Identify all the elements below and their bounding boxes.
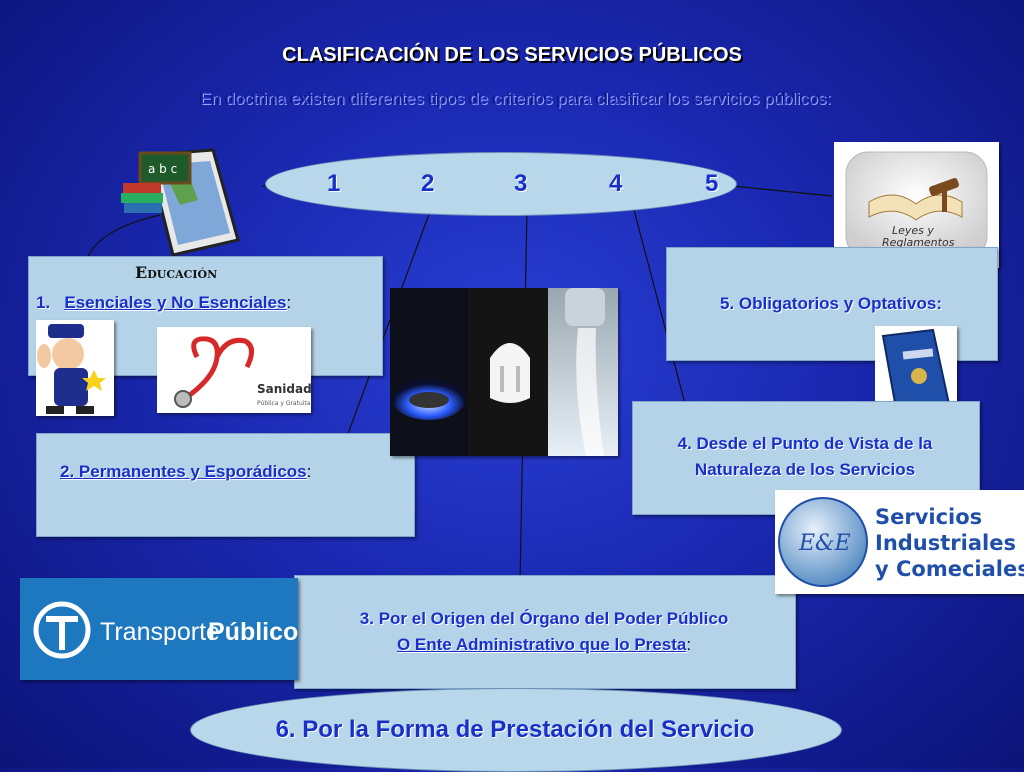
industriales-logo-text: E&E	[798, 531, 851, 556]
category-2-box	[36, 433, 415, 537]
number-4: 4	[609, 170, 623, 197]
category-2-text: 2. Permanentes y Esporádicos	[60, 462, 307, 481]
industriales-image: E&E Servicios Industriales y Comeciales	[775, 490, 1024, 594]
book-gavel-icon: Leyes y Reglamentos	[845, 151, 988, 259]
laws-line2: Reglamentos	[882, 236, 955, 249]
line-5	[731, 185, 833, 197]
category-3-suffix: :	[686, 635, 692, 654]
category-2-suffix: :	[306, 462, 312, 481]
category-1-label: 1. Esenciales y No Esenciales:	[36, 293, 291, 313]
category-4-line2: Naturaleza de los Servicios	[694, 460, 916, 479]
category-3-line2-wrap: O Ente Administrativo que lo Presta:	[294, 635, 794, 655]
category-6-label: 6. Por la Forma de Prestación del Servic…	[275, 716, 755, 743]
category-4-line1: 4. Desde el Punto de Vista de la	[677, 434, 933, 453]
industriales-line1: Servicios	[875, 505, 982, 529]
industriales-logo-icon: E&E Servicios Industriales y Comeciales	[778, 497, 1024, 587]
sanidad-title: Sanidad	[257, 382, 311, 396]
transporte-b: Público	[208, 618, 298, 646]
number-2: 2	[421, 170, 435, 197]
category-3-line1: 3. Por el Origen del Órgano del Poder Pú…	[359, 609, 729, 628]
category-1-text: Esenciales y No Esenciales	[64, 293, 287, 312]
intro-text: En doctrina existen diferentes tipos de …	[200, 89, 832, 108]
abc-text: a b c	[148, 162, 177, 176]
police-image	[36, 320, 114, 416]
transport-logo-icon: Transporte Público	[33, 601, 298, 659]
category-6-ellipse	[190, 688, 842, 772]
sanidad-sub: Pública y Gratuita	[257, 400, 311, 407]
number-3: 3	[514, 170, 528, 197]
transporte-a: Transporte	[100, 618, 220, 646]
transporte-image: Transporte Público	[20, 578, 298, 680]
category-3-box	[294, 575, 796, 689]
category-2-label: 2. Permanentes y Esporádicos:	[60, 462, 311, 482]
numbers-ellipse	[265, 152, 737, 216]
education-label: Educación	[135, 263, 218, 282]
category-1-suffix: :	[286, 293, 292, 312]
line-2	[341, 205, 433, 451]
curve-to-education	[85, 214, 161, 263]
utilities-collage	[390, 288, 618, 456]
category-1-prefix: 1.	[36, 293, 51, 312]
police-officer-icon	[37, 324, 106, 414]
laws-line1: Leyes y	[892, 224, 934, 237]
slide-title: CLASIFICACIÓN DE LOS SERVICIOS PÚBLICOS	[282, 44, 742, 66]
category-3-line2: O Ente Administrativo que lo Presta	[396, 635, 687, 654]
stethoscope-icon: Sanidad Pública y Gratuita	[174, 336, 312, 408]
utilities-image	[390, 288, 618, 456]
number-1: 1	[327, 170, 341, 197]
line-4	[632, 205, 689, 416]
industriales-line3: y Comeciales	[875, 557, 1024, 581]
number-5: 5	[705, 170, 719, 197]
category-5-label: 5. Obligatorios y Optativos:	[720, 294, 942, 313]
industriales-line2: Industriales	[875, 531, 1016, 555]
education-image: a b c	[118, 145, 243, 260]
education-icon: a b c	[121, 148, 240, 257]
sanidad-image: Sanidad Pública y Gratuita	[157, 327, 312, 413]
